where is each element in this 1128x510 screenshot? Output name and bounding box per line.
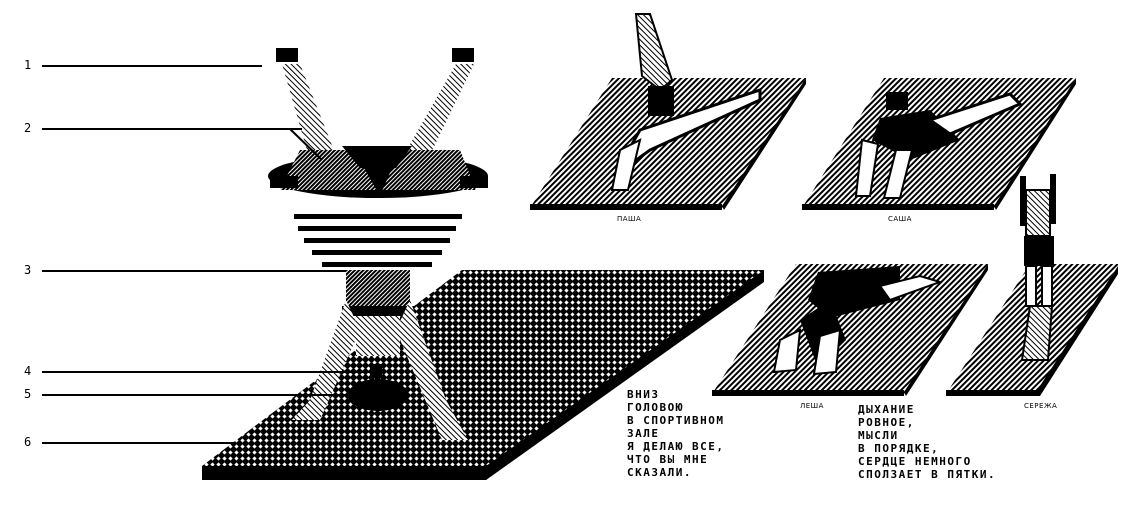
caption-pasha: ПАША <box>617 215 642 223</box>
large-mat <box>202 270 764 480</box>
mat-sasha <box>802 78 1076 210</box>
poem-left-line: СКАЗАЛИ. <box>627 466 692 479</box>
poem-right-line: ДЫХАНИЕ <box>858 403 915 416</box>
callout-number-4: 4 <box>24 364 32 378</box>
poem-right-line: СЕРДЦЕ НЕМНОГО <box>858 455 972 468</box>
poem-left-line: ГОЛОВОЮ <box>627 401 684 414</box>
poem-left: ВНИЗ ГОЛОВОЮ В СПОРТИВНОМ ЗАЛЕ Я ДЕЛАЮ В… <box>627 388 724 479</box>
poem-right: ДЫХАНИЕ РОВНОЕ, МЫСЛИ В ПОРЯДКЕ, СЕРДЦЕ … <box>858 403 996 481</box>
mat-lesha <box>712 264 988 396</box>
poem-left-line: ЧТО ВЫ МНЕ <box>627 453 709 466</box>
caption-seryozha: СЕРЕЖА <box>1024 402 1058 410</box>
poem-left-line: Я ДЕЛАЮ ВСЕ, <box>627 440 725 453</box>
callout-number-3: 3 <box>24 263 32 277</box>
caption-sasha: САША <box>888 215 912 223</box>
main-figure <box>268 48 488 440</box>
poem-left-line: ЗАЛЕ <box>627 427 660 440</box>
mat-seryozha <box>946 174 1118 396</box>
poem-right-line: В ПОРЯДКЕ, <box>858 442 940 455</box>
poem-right-line: СПОЛЗАЕТ В ПЯТКИ. <box>858 468 997 481</box>
poem-right-line: МЫСЛИ <box>858 429 899 442</box>
callout-number-6: 6 <box>24 435 32 449</box>
poem-right-line: РОВНОЕ, <box>858 416 915 429</box>
poem-left-line: ВНИЗ <box>627 388 660 401</box>
mat-pasha <box>530 13 806 210</box>
poem-left-line: В СПОРТИВНОМ <box>627 414 725 427</box>
callout-number-1: 1 <box>24 58 32 72</box>
callout-number-2: 2 <box>24 121 32 135</box>
caption-lesha: ЛЕША <box>800 402 824 410</box>
callout-leaders <box>42 65 378 444</box>
callout-number-5: 5 <box>24 387 32 401</box>
